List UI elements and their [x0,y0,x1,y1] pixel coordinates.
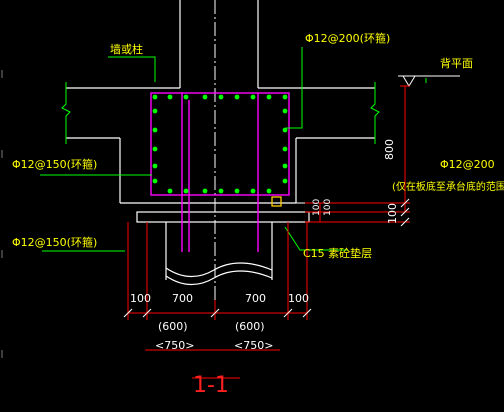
pile [165,222,273,286]
dim-600-right: (600) [235,320,265,333]
rebar-dot [282,94,288,100]
ground-level-symbol [398,75,460,87]
rebar-dot [250,94,256,100]
rebar-dot [202,188,208,194]
break-symbol-left [61,82,71,144]
label-ground-level: 背平面 [440,56,473,70]
rebar-dot [282,127,288,133]
rebar-dot [152,146,158,152]
rebar-dot [183,94,189,100]
label-wall-column: 墙或柱 [110,42,143,56]
section-title: 1-1 [193,373,229,398]
rebar-dot [202,94,208,100]
rebar-dot [183,188,189,194]
rebar-dot [282,178,288,184]
dim-bottom-700-left: 700 [172,292,193,305]
label-top-hoop-rebar: Φ12@200(环箍) [305,31,390,45]
corner-marker [271,196,282,207]
rebar-dot [152,94,158,100]
rebar-dot [167,188,173,194]
label-right-rebar: Φ12@200 [440,158,495,171]
rebar-dot [282,146,288,152]
dim-100-a: 100 [386,203,399,224]
label-left-upper-rebar: Φ12@150(环箍) [12,157,97,171]
dimension-text: 800 100 100 100 100 700 700 100 (600) (6… [130,139,399,352]
dim-750-right: <750> [234,339,273,352]
dim-bottom-100-left: 100 [130,292,151,305]
rebar-dots [152,94,288,194]
dim-bottom-100-right: 100 [288,292,309,305]
wall-column-outline [179,0,259,88]
dim-bottom-700-right: 700 [245,292,266,305]
rebar-dot [218,188,224,194]
label-right-rebar-note: (仅在板底至承台底的范围内) [392,180,504,193]
dim-600-left: (600) [158,320,188,333]
rebar-dot [152,127,158,133]
rebar-dot [152,163,158,169]
rebar-dot [282,108,288,114]
rebar-dot [282,163,288,169]
rebar-dot [167,94,173,100]
rebar-cage [150,92,290,252]
label-left-lower-rebar: Φ12@150(环箍) [12,235,97,249]
rebar-dot [266,188,272,194]
cushion-layer [136,211,310,223]
rebar-dot [250,188,256,194]
dim-750-left: <750> [155,339,194,352]
rebar-dot [234,188,240,194]
dim-800: 800 [383,139,396,160]
label-cushion: C15 素砼垫层 [303,246,372,260]
rebar-dot [234,94,240,100]
rebar-dot [266,94,272,100]
leader-lines [40,47,427,252]
break-symbol-right [370,82,380,144]
slab-outline [66,87,375,139]
labels: 墙或柱 Φ12@200(环箍) 背平面 Φ12@150(环箍) Φ12@200 … [12,31,504,260]
rebar-dot [152,178,158,184]
dimension-lines [127,85,410,379]
dim-100-b: 100 [323,199,333,216]
rebar-dot [152,108,158,114]
dimension-ticks [123,198,410,318]
dim-100-small: 100 [312,199,322,216]
rebar-dot [218,94,224,100]
